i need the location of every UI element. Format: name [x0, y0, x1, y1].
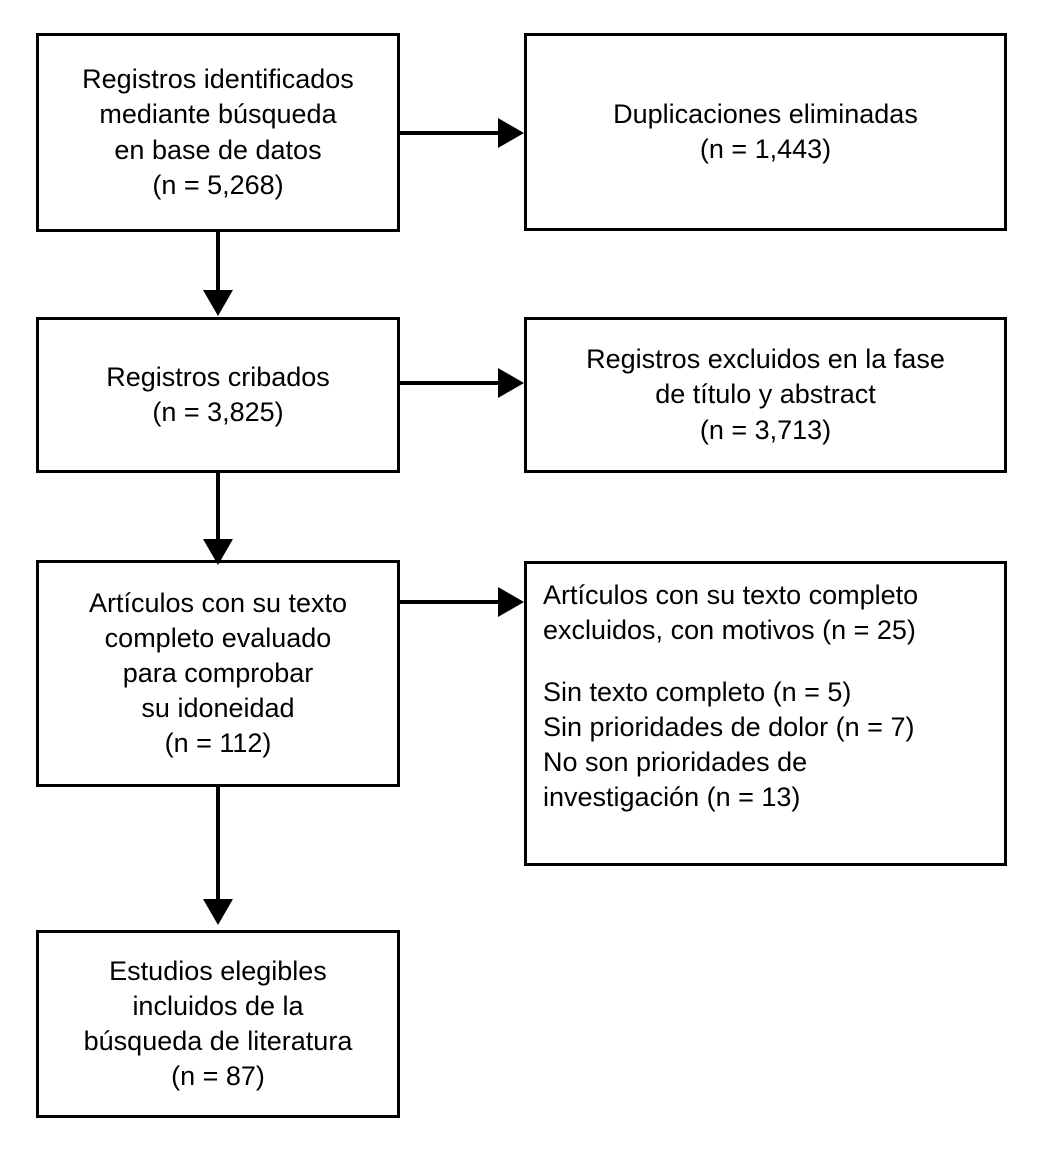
- box-records-excluded-title-abstract: Registros excluidos en la fase de título…: [524, 317, 1007, 473]
- box-fulltext-articles-assessed-count: (n = 112): [164, 728, 272, 759]
- connector-screened-to-excluded-title-abstract-arrowhead-icon: [498, 368, 524, 398]
- box-fulltext-articles-excluded-reason-2: Sin prioridades de dolor (n = 7): [543, 712, 915, 743]
- box-eligible-studies-included: Estudios elegibles incluidos de la búsqu…: [36, 930, 400, 1118]
- box-records-excluded-title-abstract-line-2: de título y abstract: [655, 379, 876, 410]
- box-fulltext-articles-assessed: Artículos con su texto completo evaluado…: [36, 560, 400, 787]
- connector-identified-to-screened-arrowhead-icon: [203, 290, 233, 316]
- connector-fulltext-to-included-line: [216, 787, 220, 903]
- box-records-identified-line-2: mediante búsqueda: [99, 99, 337, 130]
- box-fulltext-articles-excluded-reason-1: Sin texto completo (n = 5): [543, 677, 852, 708]
- box-duplicates-removed-count: (n = 1,443): [699, 134, 832, 164]
- box-duplicates-removed-line-1: Duplicaciones eliminadas: [613, 98, 918, 129]
- box-records-identified-line-1: Registros identificados: [82, 64, 354, 95]
- box-fulltext-articles-excluded-reason-3a: No son prioridades de: [543, 747, 808, 778]
- box-records-screened-count: (n = 3,825): [152, 397, 284, 427]
- connector-screened-to-fulltext-arrowhead-icon: [203, 539, 233, 565]
- box-eligible-studies-included-line-3: búsqueda de literatura: [83, 1026, 353, 1056]
- box-fulltext-articles-excluded-reason-3b: investigación (n = 13): [543, 782, 801, 813]
- box-fulltext-articles-assessed-line-2: completo evaluado: [104, 622, 332, 653]
- connector-screened-to-fulltext-line: [216, 473, 220, 545]
- box-records-screened-line-1: Registros cribados: [106, 361, 330, 392]
- box-records-screened: Registros cribados (n = 3,825): [36, 317, 400, 473]
- box-eligible-studies-included-line-1: Estudios elegibles: [109, 955, 327, 986]
- box-records-identified-line-3: en base de datos: [114, 134, 322, 165]
- connector-identified-to-screened-line: [216, 232, 220, 296]
- box-records-identified-count: (n = 5,268): [152, 169, 284, 200]
- box-fulltext-articles-excluded: Artículos con su texto completo excluido…: [524, 561, 1007, 866]
- box-duplicates-removed: Duplicaciones eliminadas (n = 1,443): [524, 33, 1007, 231]
- connector-fulltext-to-included-arrowhead-icon: [203, 899, 233, 925]
- box-records-identified: Registros identificados mediante búsqued…: [36, 33, 400, 232]
- box-fulltext-articles-assessed-line-4: su idoneidad: [141, 693, 295, 724]
- box-records-excluded-title-abstract-line-1: Registros excluidos en la fase: [586, 344, 945, 375]
- connector-fulltext-to-excluded-fulltext-arrowhead-icon: [498, 587, 524, 617]
- box-fulltext-articles-excluded-heading-line-1: Artículos con su texto completo: [543, 580, 919, 610]
- box-fulltext-articles-excluded-heading-line-2: excluidos, con motivos (n = 25): [543, 615, 916, 646]
- connector-fulltext-to-excluded-fulltext-line: [400, 600, 502, 604]
- box-fulltext-articles-assessed-line-3: para comprobar: [122, 657, 314, 688]
- connector-screened-to-excluded-title-abstract-line: [400, 381, 502, 385]
- box-eligible-studies-included-count: (n = 87): [171, 1061, 265, 1092]
- connector-identified-to-duplicates-arrowhead-icon: [498, 118, 524, 148]
- box-eligible-studies-included-line-2: incluidos de la: [132, 990, 304, 1021]
- box-records-excluded-title-abstract-count: (n = 3,713): [699, 414, 832, 445]
- connector-identified-to-duplicates-line: [400, 131, 502, 135]
- box-fulltext-articles-assessed-line-1: Artículos con su texto: [88, 587, 348, 618]
